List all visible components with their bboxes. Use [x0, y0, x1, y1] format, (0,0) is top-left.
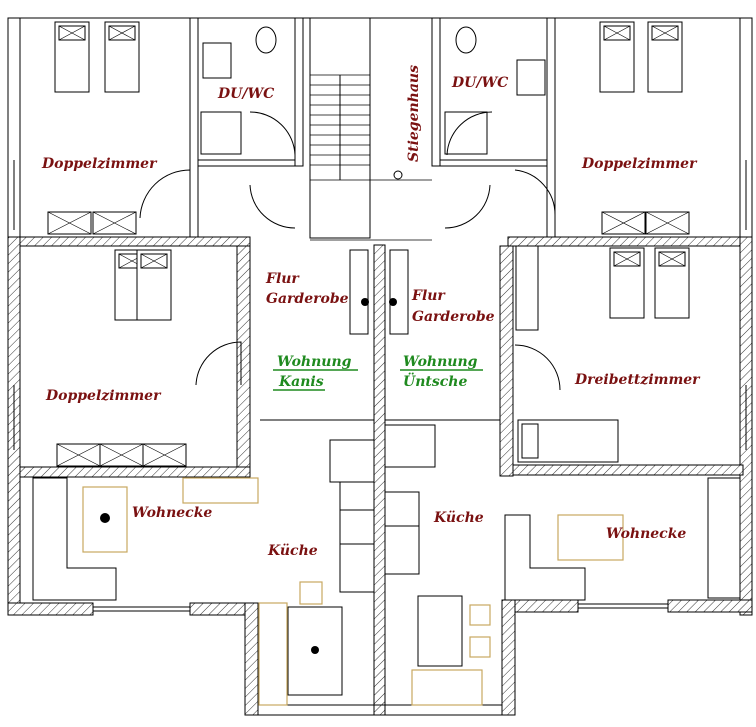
- furniture: [32, 21, 741, 706]
- label-duwc-right: DU/WC: [451, 75, 508, 91]
- label-wohnecke-right: Wohnecke: [606, 526, 686, 542]
- label-kueche-right: Küche: [433, 510, 484, 526]
- apartment-labels: Wohnung Kanis Wohnung Üntsche: [273, 354, 483, 391]
- label-kueche-left: Küche: [267, 543, 318, 559]
- label-dreibettzimmer: Dreibettzimmer: [574, 372, 701, 388]
- label-doppelzimmer-top-right: Doppelzimmer: [581, 156, 698, 172]
- label-wohnung-kanis-2: Kanis: [278, 374, 324, 390]
- label-wohnung-uentsche-2: Üntsche: [403, 371, 467, 390]
- room-labels: Doppelzimmer Doppelzimmer Doppelzimmer D…: [41, 65, 701, 559]
- label-doppelzimmer-top-left: Doppelzimmer: [41, 156, 158, 172]
- staircase: [309, 17, 432, 241]
- label-garderobe-left: Garderobe: [266, 291, 349, 307]
- label-wohnung-kanis-1: Wohnung: [277, 354, 352, 370]
- label-stiegenhaus: Stiegenhaus: [406, 65, 422, 162]
- label-flur-right: Flur: [411, 288, 446, 304]
- label-garderobe-right: Garderobe: [412, 309, 495, 325]
- label-doppelzimmer-mid-left: Doppelzimmer: [45, 388, 162, 404]
- label-wohnecke-left: Wohnecke: [132, 505, 212, 521]
- doors: [139, 111, 561, 391]
- label-duwc-left: DU/WC: [217, 86, 274, 102]
- walls: [7, 17, 753, 716]
- label-wohnung-uentsche-1: Wohnung: [403, 354, 478, 370]
- label-flur-left: Flur: [265, 271, 300, 287]
